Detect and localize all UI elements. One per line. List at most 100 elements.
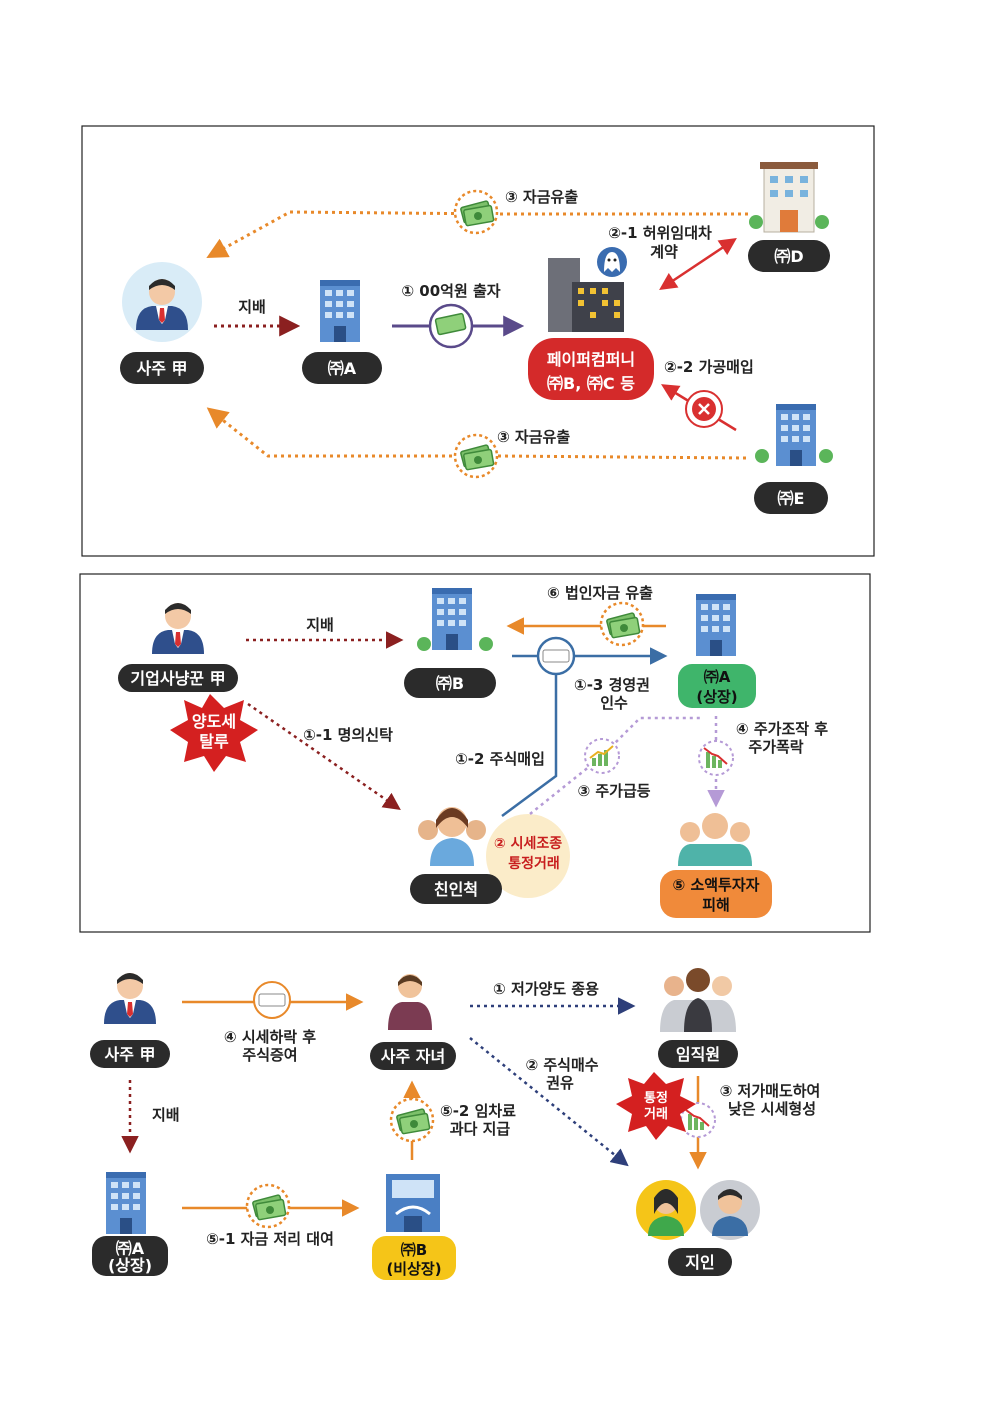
investment-label: ① 00억원 출자 bbox=[401, 282, 500, 300]
stock-certificate-icon bbox=[542, 649, 570, 663]
outflow-top-label: ③ 자금유출 bbox=[505, 188, 578, 206]
raider-node: 기업사냥꾼 甲 bbox=[118, 603, 238, 692]
stock-purchase-line bbox=[501, 674, 558, 818]
company-a-line1: ㈜A bbox=[116, 1239, 145, 1258]
paper-company-line1: 페이퍼컴퍼니 bbox=[547, 350, 635, 369]
raider-label: 기업사냥꾼 甲 bbox=[130, 669, 225, 688]
company-e-node: ㈜E bbox=[754, 404, 833, 514]
owner-label: 사주 甲 bbox=[104, 1045, 155, 1064]
company-d-node: ㈜D bbox=[748, 162, 830, 272]
low-price-sell-label-2: 낮은 시세형성 bbox=[728, 1100, 816, 1118]
panel-1: ③ 자금유출 ③ 자금유출 사주 甲 지배 ㈜A ① 00억원 출자 bbox=[81, 125, 875, 557]
paper-company-building bbox=[548, 247, 627, 332]
control-label: 지배 bbox=[306, 616, 334, 634]
company-a-node: ㈜A bbox=[302, 280, 382, 384]
cash-icon bbox=[599, 601, 645, 647]
cash-icon bbox=[453, 189, 499, 235]
price-surge-label: ③ 주가급등 bbox=[577, 782, 650, 800]
fake-purchase-label: ②-2 가공매입 bbox=[664, 358, 754, 376]
stock-certificate-icon bbox=[258, 993, 286, 1007]
collusion-badge: 통정 거래 bbox=[616, 1072, 696, 1140]
management-label-2: 인수 bbox=[600, 694, 628, 712]
rent-label-1: ⑤-2 임차료 bbox=[440, 1102, 516, 1120]
company-a-listed-node: ㈜A (상장) bbox=[678, 594, 756, 708]
price-surge-path bbox=[529, 716, 700, 815]
employees-label: 임직원 bbox=[676, 1045, 720, 1064]
stock-buy-label-1: ② 주식매수 bbox=[525, 1056, 598, 1074]
person-icon bbox=[388, 1002, 432, 1030]
company-a-line2: (상장) bbox=[696, 688, 737, 706]
collusion-line2: 거래 bbox=[644, 1107, 668, 1122]
company-a-label: ㈜A bbox=[328, 359, 357, 378]
company-e-label: ㈜E bbox=[778, 489, 805, 508]
child-label: 사주 자녀 bbox=[381, 1047, 445, 1066]
rent-label-2: 과다 지급 bbox=[450, 1120, 511, 1138]
owner-node: 사주 甲 bbox=[90, 973, 170, 1068]
person-icon bbox=[702, 813, 728, 839]
cash-icon bbox=[389, 1097, 435, 1143]
gift-label-2: 주식증여 bbox=[242, 1046, 297, 1064]
person-icon bbox=[104, 973, 156, 1024]
ghost-icon bbox=[604, 252, 620, 272]
cash-icon bbox=[453, 433, 499, 479]
building-icon bbox=[432, 588, 472, 650]
manipulation-label-1: ④ 주가조작 후 bbox=[736, 720, 828, 738]
child-node: 사주 자녀 bbox=[370, 974, 456, 1070]
company-b-line2: (비상장) bbox=[386, 1260, 441, 1278]
building-icon bbox=[696, 594, 736, 656]
control-label: 지배 bbox=[152, 1106, 180, 1124]
relatives-node: 친인척 ② 시세조종 통정거래 bbox=[410, 807, 570, 904]
funds-outflow-label: ⑥ 법인자금 유출 bbox=[547, 584, 653, 602]
small-investors-line1: ⑤ 소액투자자 bbox=[673, 876, 760, 894]
price-rig-line1: ② 시세조종 bbox=[494, 836, 562, 852]
management-label-1: ①-3 경영권 bbox=[574, 676, 650, 694]
paper-company-line2: ㈜B, ㈜C 등 bbox=[547, 374, 635, 393]
price-rig-line2: 통정거래 bbox=[508, 855, 560, 872]
chart-down-icon bbox=[698, 740, 734, 776]
company-b-node: ㈜B bbox=[404, 588, 496, 698]
company-a-line2: (상장) bbox=[108, 1256, 152, 1275]
nominee-trust-arrow bbox=[247, 702, 401, 810]
stock-buy-label-2: 권유 bbox=[546, 1074, 574, 1092]
gift-label-1: ④ 시세하락 후 bbox=[224, 1028, 316, 1046]
company-a-line1: ㈜A bbox=[704, 668, 731, 686]
lending-label: ⑤-1 자금 저리 대여 bbox=[206, 1230, 334, 1248]
company-b-label: ㈜B bbox=[436, 674, 464, 693]
paper-company-node: 페이퍼컴퍼니 ㈜B, ㈜C 등 bbox=[528, 338, 654, 400]
outflow-bottom-label: ③ 자금유출 bbox=[497, 428, 570, 446]
building-icon bbox=[776, 404, 816, 466]
fake-lease-label-1: ②-1 허위임대차 bbox=[608, 224, 712, 242]
low-price-sell-label-1: ③ 저가매도하여 bbox=[720, 1082, 821, 1100]
tax-evasion-line2: 탈루 bbox=[199, 732, 229, 751]
control-label: 지배 bbox=[238, 298, 266, 316]
fake-lease-label-2: 계약 bbox=[650, 243, 678, 261]
owner-node: 사주 甲 bbox=[120, 262, 204, 384]
small-investors-line2: 피해 bbox=[702, 896, 730, 914]
chart-up-icon bbox=[584, 738, 620, 774]
relatives-label: 친인척 bbox=[434, 880, 478, 899]
cash-icon bbox=[245, 1183, 291, 1229]
manipulation-label-2: 주가폭락 bbox=[748, 738, 803, 756]
person-icon bbox=[686, 968, 710, 992]
cash-icon bbox=[434, 312, 467, 336]
stock-purchase-label: ①-2 주식매입 bbox=[455, 750, 545, 768]
company-a-listed-node: ㈜A (상장) bbox=[92, 1172, 168, 1276]
low-price-transfer-label: ① 저가양도 종용 bbox=[493, 980, 599, 998]
panel-3: 사주 甲 ④ 시세하락 후 주식증여 사주 자녀 ① 저가양도 종용 ② 주식매… bbox=[90, 968, 820, 1280]
tax-evasion-badge: 양도세 탈루 bbox=[170, 694, 258, 772]
acquaintance-node: 지인 bbox=[636, 1180, 760, 1276]
company-b-line1: ㈜B bbox=[401, 1241, 427, 1259]
stock-buy-arrow bbox=[469, 1037, 629, 1167]
employees-node: 임직원 bbox=[658, 968, 738, 1068]
person-icon bbox=[648, 1216, 684, 1236]
acquaintance-label: 지인 bbox=[685, 1253, 714, 1272]
nominee-trust-label: ①-1 명의신탁 bbox=[303, 726, 393, 744]
building-icon bbox=[106, 1172, 146, 1234]
building-icon bbox=[320, 280, 360, 342]
owner-label: 사주 甲 bbox=[136, 359, 187, 378]
collusion-line1: 통정 bbox=[644, 1090, 668, 1106]
fake-lease-arrow bbox=[659, 238, 737, 290]
small-investors-node: ⑤ 소액투자자 피해 bbox=[660, 813, 772, 918]
company-d-label: ㈜D bbox=[774, 247, 803, 266]
